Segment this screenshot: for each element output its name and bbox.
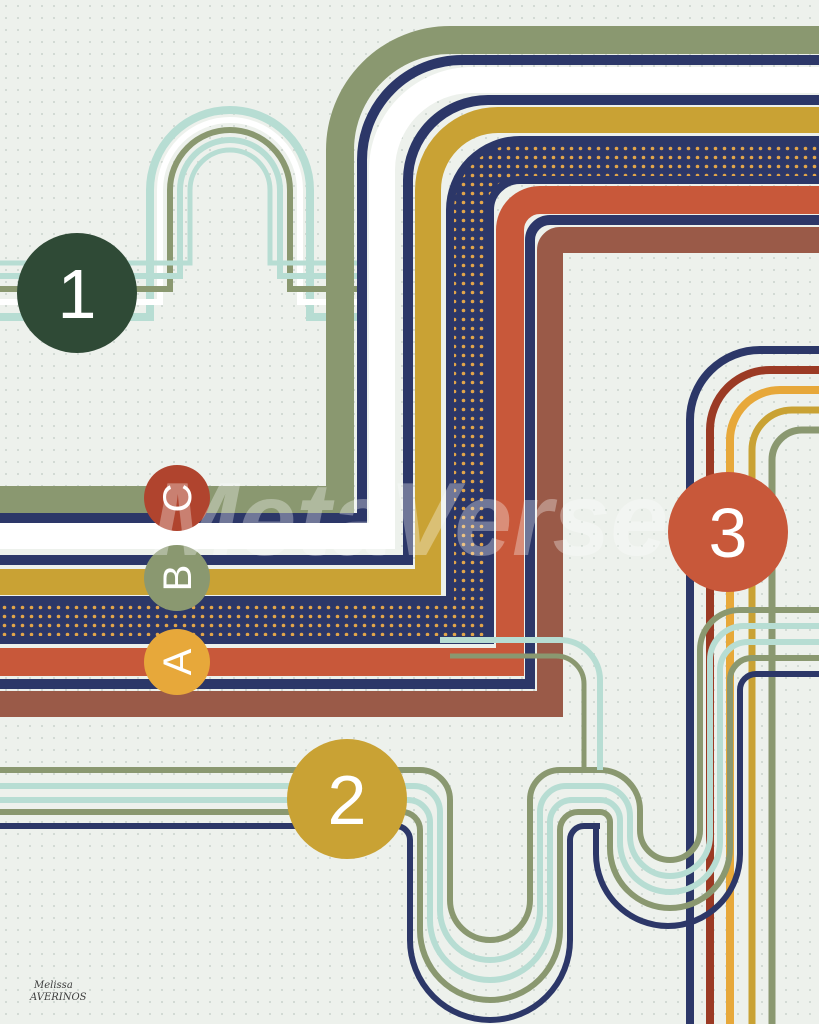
badge-line-c: C (144, 465, 210, 531)
badge-line-3: 3 (668, 472, 788, 592)
badge-line-c-label: C (156, 484, 200, 513)
artist-signature: Melissa AVERINOS (29, 980, 87, 1003)
badge-line-2: 2 (287, 739, 407, 859)
line-3-route (686, 346, 819, 1024)
badge-line-2-label: 2 (328, 761, 367, 839)
badge-line-1-label: 1 (58, 255, 97, 333)
badge-line-3-label: 3 (709, 494, 748, 572)
signature-line-1: Melissa (33, 980, 73, 991)
badge-line-a: A (144, 629, 210, 695)
badge-line-1: 1 (17, 233, 137, 353)
badge-line-b-label: B (156, 565, 200, 592)
trunk-route (0, 26, 819, 717)
watermark: MetaVerse (152, 462, 668, 578)
line-1-route (0, 106, 360, 321)
signature-line-2: AVERINOS (29, 992, 87, 1003)
line-2-route (0, 607, 819, 1023)
badge-line-a-label: A (156, 648, 200, 675)
badge-line-b: B (144, 545, 210, 611)
